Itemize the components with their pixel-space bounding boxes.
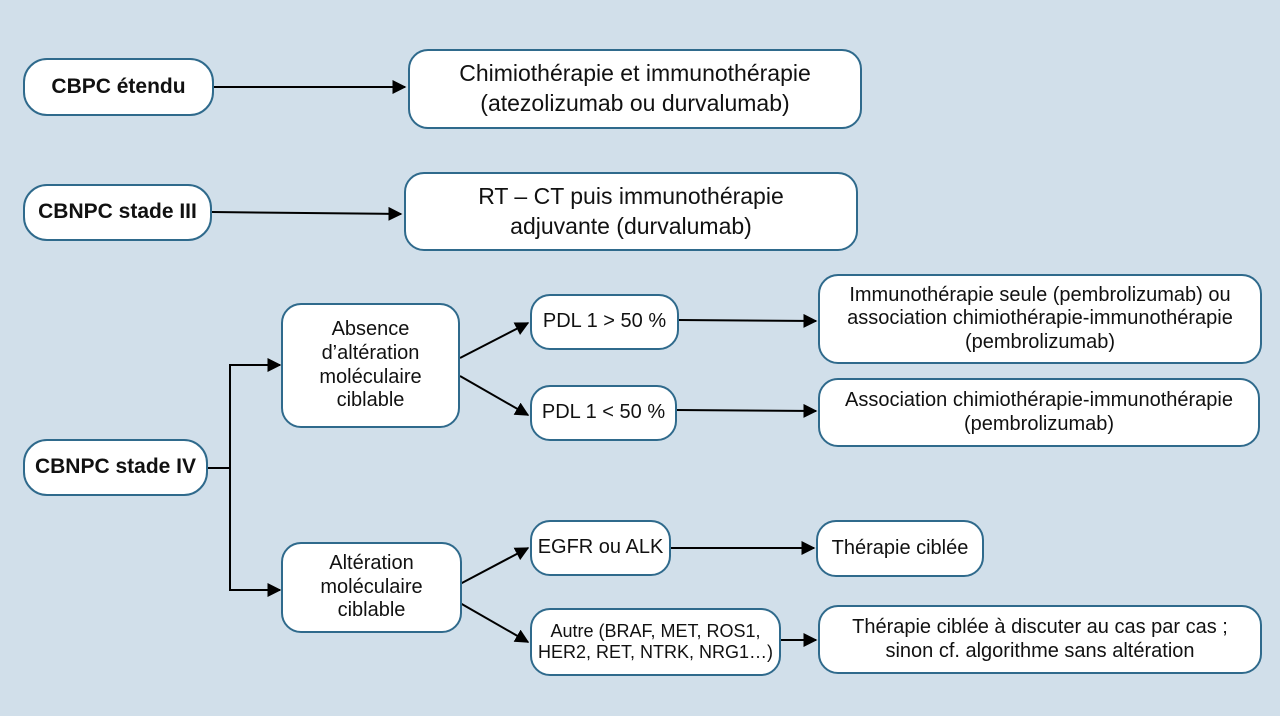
arrow-alteration-to-egfr	[459, 547, 530, 585]
node-therapie-ciblee-cas-par-cas: Thérapie ciblée à discuter au cas par ca…	[818, 605, 1262, 674]
arrow-cbnpc3-to-rtct	[211, 206, 403, 221]
arrow-pdl-inf-to-association	[675, 403, 818, 418]
node-pdl1-sup-50: PDL 1 > 50 %	[530, 294, 679, 350]
node-association-chimio-immuno: Association chimiothérapie-immunothérapi…	[818, 378, 1260, 447]
node-egfr-alk: EGFR ou ALK	[530, 520, 671, 576]
node-immuno-seule: Immunothérapie seule (pembrolizumab) ou …	[818, 274, 1262, 364]
arrow-alteration-to-autre	[459, 602, 530, 643]
node-cbnpc-stade-4: CBNPC stade IV	[23, 439, 208, 496]
arrow-absence-to-pdl-inf	[459, 375, 530, 416]
node-therapie-ciblee: Thérapie ciblée	[816, 520, 984, 577]
node-chimio-immuno: Chimiothérapie et immunothérapie (atezol…	[408, 49, 862, 129]
arrow-pdl-sup-to-immuno	[677, 313, 818, 328]
node-alteration-ciblable: Altération moléculaire ciblable	[281, 542, 462, 633]
node-pdl1-inf-50: PDL 1 < 50 %	[530, 385, 677, 441]
node-cbnpc-stade-3: CBNPC stade III	[23, 184, 212, 241]
node-autre-alterations: Autre (BRAF, MET, ROS1, HER2, RET, NTRK,…	[530, 608, 781, 676]
node-rt-ct: RT – CT puis immunothérapie adjuvante (d…	[404, 172, 858, 251]
node-cbpc-etendu: CBPC étendu	[23, 58, 214, 116]
arrow-absence-to-pdl-sup	[459, 322, 530, 359]
node-absence-alteration: Absence d’altération moléculaire ciblabl…	[281, 303, 460, 428]
